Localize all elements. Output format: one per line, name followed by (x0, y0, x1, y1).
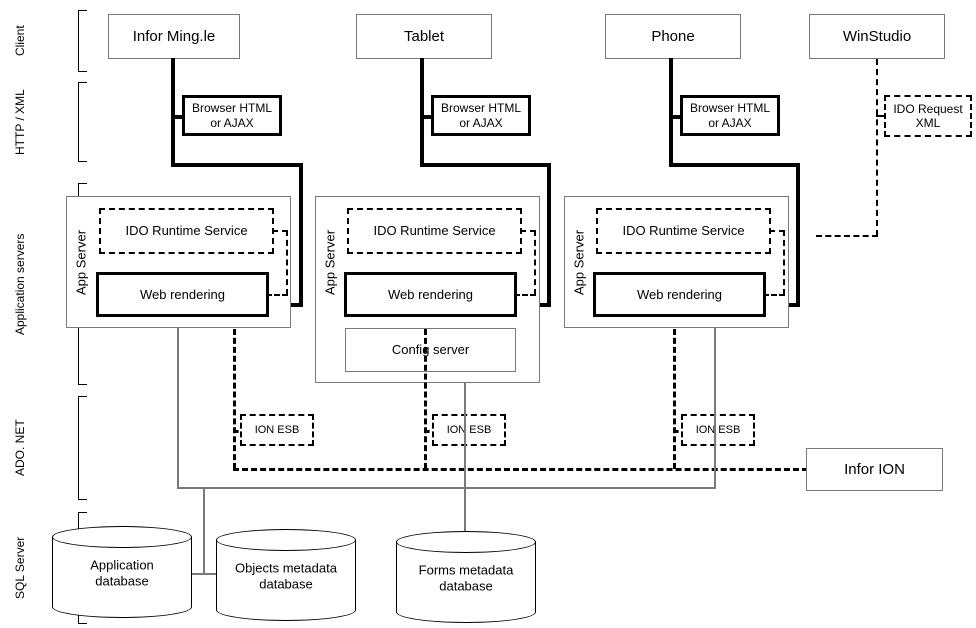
ido-runtime-service-box-3: IDO Runtime Service (596, 208, 771, 254)
ido-link-vertical-2 (534, 230, 536, 295)
connector-tablet-horizontal (420, 163, 551, 167)
connector-mingle-vertical (171, 58, 175, 167)
database-line-1: Forms metadata (418, 562, 514, 578)
ido-link-vertical-1 (286, 230, 288, 295)
db-link-appserver1-horizontal (177, 487, 205, 489)
web-rendering-box-3: Web rendering (593, 272, 766, 317)
infor-ion-box[interactable]: Infor ION (806, 448, 943, 491)
connector-mingle-stub-browser (171, 115, 185, 119)
protocol-line-2: or AJAX (210, 115, 254, 130)
ido-link-bottom-2 (514, 294, 536, 296)
cylinder-body (52, 537, 192, 607)
protocol-box-ido-request-xml: IDO Request XML (884, 95, 972, 137)
ion-esb-box-3: ION ESB (681, 414, 755, 446)
protocol-box-browser-html-ajax-3: Browser HTML or AJAX (680, 95, 780, 136)
cylinder-top (396, 531, 536, 553)
protocol-line-1: Browser HTML (191, 101, 272, 116)
database-line-2: database (95, 573, 149, 589)
database-label: Objects metadata database (216, 560, 356, 593)
protocol-line-2: or AJAX (459, 115, 503, 130)
connector-winstudio-stub-xml (876, 115, 888, 117)
protocol-box-browser-html-ajax-2: Browser HTML or AJAX (431, 95, 531, 136)
db-link-appserver1-vertical (177, 328, 179, 489)
ido-link-bottom-1 (266, 294, 288, 296)
db-link-appserver2-vertical (464, 383, 466, 544)
cylinder-top (216, 529, 356, 551)
app-server-label-3: App Server (571, 229, 587, 295)
protocol-line-2: or AJAX (708, 115, 752, 130)
client-box-winstudio[interactable]: WinStudio (809, 14, 945, 59)
connector-phone-down-to-appserver (796, 163, 800, 307)
db-link-application-db (186, 573, 206, 575)
ido-link-vertical-3 (783, 230, 785, 295)
esb-stub-3 (673, 430, 687, 433)
config-server-box: Config server (345, 328, 516, 372)
database-forms-metadata: Forms metadata database (396, 531, 536, 623)
db-link-appserver3-vertical (714, 328, 716, 489)
database-label: Forms metadata database (396, 562, 536, 595)
database-line-2: database (259, 576, 313, 592)
connector-tablet-stub-browser (420, 115, 434, 119)
ion-esb-box-1: ION ESB (240, 414, 314, 446)
web-rendering-box-1: Web rendering (96, 272, 269, 317)
ion-esb-box-2: ION ESB (432, 414, 506, 446)
tier-bracket-ado-net (78, 396, 87, 500)
esb-stub-2 (424, 430, 438, 433)
cylinder-body (216, 540, 356, 610)
ido-link-bottom-3 (763, 294, 785, 296)
web-rendering-box-2: Web rendering (344, 272, 517, 317)
connector-winstudio-horizontal-to-ido (816, 235, 878, 237)
client-box-infor-mingle[interactable]: Infor Ming.le (108, 14, 240, 59)
cylinder-body (396, 542, 536, 612)
connector-winstudio-vertical (876, 59, 878, 236)
database-line-1: Application (90, 557, 154, 573)
connector-mingle-horizontal (171, 163, 303, 167)
db-link-appserver3-horizontal (203, 487, 716, 489)
protocol-line-1: IDO Request (893, 101, 963, 116)
ido-runtime-service-box-1: IDO Runtime Service (99, 208, 274, 254)
ido-link-top-2 (520, 230, 536, 232)
tier-label-sql-server: SQL Server (13, 536, 27, 600)
protocol-line-1: Browser HTML (689, 101, 770, 116)
protocol-box-browser-html-ajax-1: Browser HTML or AJAX (182, 95, 282, 136)
cylinder-top (52, 526, 192, 548)
db-link-db-bus-down (203, 487, 205, 575)
tier-label-application-servers: Application servers (13, 233, 27, 335)
database-objects-metadata: Objects metadata database (216, 529, 356, 621)
connector-mingle-down-to-appserver (299, 163, 303, 307)
connector-tablet-down-to-appserver (547, 163, 551, 307)
ido-link-top-3 (769, 230, 785, 232)
esb-vertical-1 (233, 329, 236, 469)
tier-label-ado-net: ADO. NET (13, 419, 27, 477)
tier-label-http-xml: HTTP / XML (13, 89, 27, 155)
connector-tablet-vertical (420, 58, 424, 167)
protocol-line-1: Browser HTML (440, 101, 521, 116)
client-box-tablet[interactable]: Tablet (356, 14, 492, 59)
client-box-phone[interactable]: Phone (605, 14, 741, 59)
ido-runtime-service-box-2: IDO Runtime Service (347, 208, 522, 254)
tier-bracket-client (78, 10, 87, 72)
esb-vertical-3 (673, 329, 676, 469)
app-server-label-2: App Server (322, 229, 338, 295)
db-link-objects-db (203, 573, 225, 575)
connector-phone-stub-browser (669, 115, 683, 119)
ion-bus-line (233, 468, 808, 471)
app-server-label-1: App Server (73, 229, 89, 295)
ido-link-top-1 (272, 230, 288, 232)
database-label: Application database (52, 557, 192, 590)
database-application: Application database (52, 526, 192, 618)
tier-bracket-http-xml (78, 82, 87, 162)
connector-phone-vertical (669, 58, 673, 167)
database-line-1: Objects metadata (235, 560, 337, 576)
esb-vertical-2 (424, 329, 427, 469)
protocol-line-2: XML (915, 116, 941, 130)
database-line-2: database (439, 578, 493, 594)
tier-label-client: Client (13, 25, 27, 57)
connector-phone-horizontal (669, 163, 800, 167)
